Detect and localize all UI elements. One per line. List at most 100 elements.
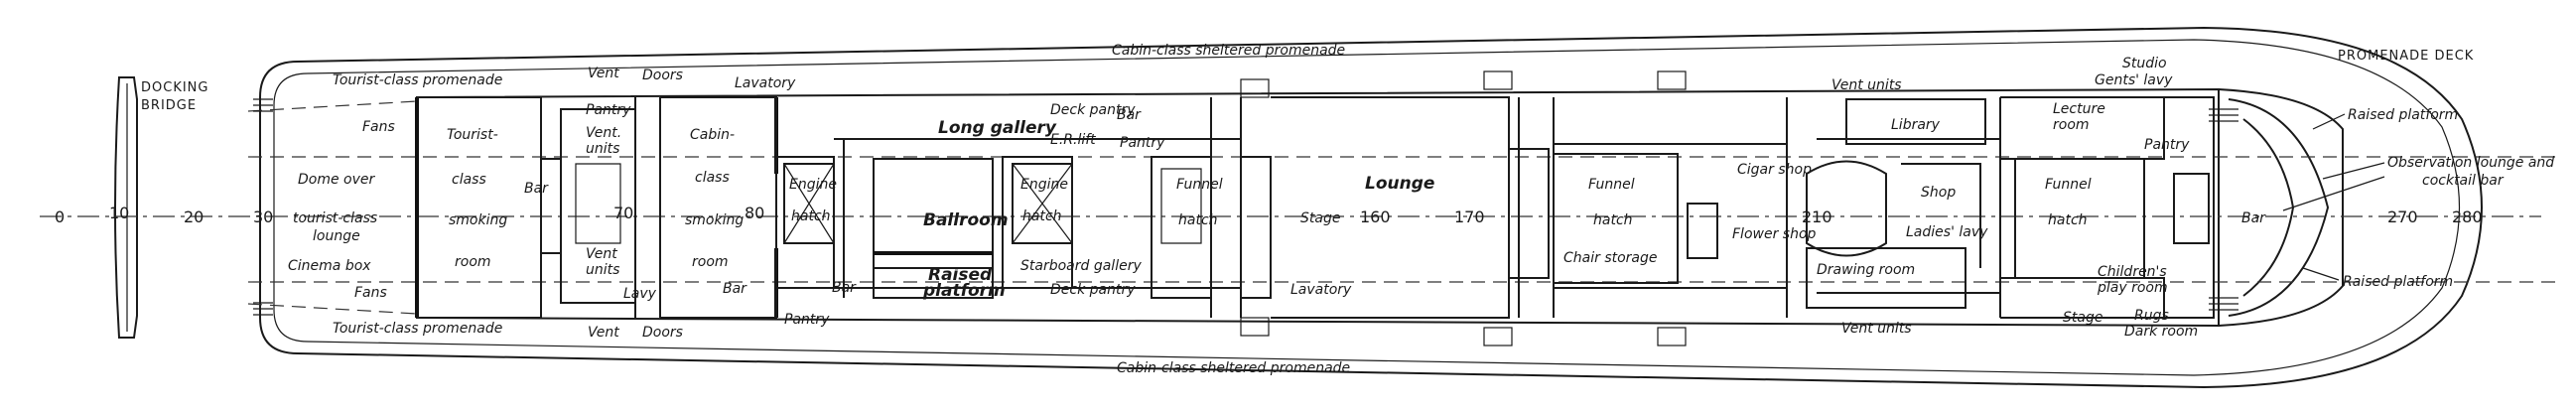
lecture-room-label-2: room <box>2053 117 2090 133</box>
frame-number: 0 <box>55 208 65 226</box>
vent-units-bottom-label: Vent units <box>1841 321 1912 337</box>
stage-lounge-label: Stage <box>1300 210 1340 226</box>
raised-platform-ballroom-label-1: Raised <box>928 265 993 285</box>
frame-number: 70 <box>613 204 633 222</box>
frame-number: 20 <box>184 208 203 226</box>
cabin-smoking-label-4: room <box>692 254 729 270</box>
pantry-mid-label: Pantry <box>784 312 830 328</box>
chair-storage-label: Chair storage <box>1563 250 1658 266</box>
long-gallery-label: Long gallery <box>938 118 1057 138</box>
pantry-aft-label: Pantry <box>2144 137 2190 153</box>
library-drawing-room <box>1806 98 1986 309</box>
bar-aft-label: Bar <box>2241 210 2266 226</box>
dashed-promenade-bottom <box>247 303 418 315</box>
gents-lavy-label: Gents' lavy <box>2095 72 2173 88</box>
vent-units-fwd-label-2: units <box>586 141 619 157</box>
stage-aft-label: Stage <box>2063 310 2102 326</box>
starboard-gallery-label: Starboard gallery <box>1020 258 1142 274</box>
vent-top-label: Vent <box>588 66 619 81</box>
cabin-promenade-top-label: Cabin-class sheltered promenade <box>1112 43 1345 59</box>
dark-room-label: Dark room <box>2124 324 2198 340</box>
aft-rooms <box>2000 96 2215 319</box>
tourist-smoking-label-2: class <box>452 172 486 188</box>
observation-lounge-label-1: Observation lounge and <box>2387 155 2554 171</box>
docking-bridge-label-2: BRIDGE <box>141 98 197 113</box>
frame-number: 10 <box>109 204 129 222</box>
funnel-hatch-2-compartment <box>1553 153 1718 284</box>
tourist-lounge-label-1: tourist-class <box>293 210 377 226</box>
tourist-smoking-label-4: room <box>455 254 491 270</box>
frame-number: 30 <box>253 208 273 226</box>
pantry-top-label: Pantry <box>1120 135 1165 151</box>
deck-title: PROMENADE DECK <box>2338 49 2474 64</box>
tourist-promenade-top-label: Tourist-class promenade <box>333 72 502 88</box>
drawing-room-label: Drawing room <box>1817 262 1915 278</box>
leader-lines <box>2282 113 2385 281</box>
funnel-hatch-3-label-2: hatch <box>2048 212 2088 228</box>
tourist-smoking-room <box>417 96 636 319</box>
vent-units-fwd-lower-label-1: Vent <box>586 246 617 262</box>
vent-bottom-label: Vent <box>588 325 619 341</box>
raised-platform-ballroom-label-2: platform <box>922 281 1006 301</box>
rugs-label: Rugs <box>2134 308 2169 324</box>
engine-hatch-1-label-1: Engine <box>789 177 837 193</box>
tourist-lounge-label-2: lounge <box>313 228 360 244</box>
labels: PROMENADE DECK DOCKING BRIDGE 0 10 20 30… <box>55 43 2554 376</box>
doors-bottom-label: Doors <box>642 325 683 341</box>
frame-number: 80 <box>745 204 764 222</box>
tourist-bar-label: Bar <box>524 181 549 197</box>
tourist-smoking-label-3: smoking <box>449 212 507 228</box>
vent-units-top-label: Vent units <box>1831 77 1902 93</box>
stair-marks <box>253 98 2238 316</box>
doors-top-label: Doors <box>642 68 683 83</box>
lavatory-bottom-label: Lavatory <box>1290 282 1352 298</box>
cinema-box-label: Cinema box <box>288 258 371 274</box>
vent-units-fwd-lower-label-2: units <box>586 262 619 278</box>
funnel-hatch-2-label-2: hatch <box>1593 212 1633 228</box>
vent-units-fwd-label-1: Vent. <box>586 125 621 141</box>
cigar-shop-label: Cigar shop <box>1737 162 1812 178</box>
tourist-promenade-bottom-label: Tourist-class promenade <box>333 321 502 337</box>
cabin-promenade-bottom-label: Cabin-class sheltered promenade <box>1117 360 1350 376</box>
docking-bridge-label-1: DOCKING <box>141 80 208 95</box>
tourist-smoking-label-1: Tourist- <box>447 127 498 143</box>
cabin-smoking-label-3: smoking <box>685 212 744 228</box>
cabin-smoking-label-1: Cabin- <box>690 127 735 143</box>
cabin-smoking-label-2: class <box>695 170 730 186</box>
vent-markers <box>1240 70 1687 346</box>
funnel-hatch-3-label-1: Funnel <box>2045 177 2092 193</box>
ballroom-label: Ballroom <box>923 210 1009 230</box>
midship-compartments <box>660 96 1272 319</box>
dashed-promenade-top <box>247 100 418 112</box>
library-label: Library <box>1891 117 1941 133</box>
funnel-hatch-1-label-1: Funnel <box>1176 177 1223 193</box>
engine-hatch-2-label-2: hatch <box>1022 208 1062 224</box>
er-lift-label: E.R.lift <box>1050 132 1096 148</box>
engine-hatch-1-label-2: hatch <box>791 208 831 224</box>
frame-number: 170 <box>1454 208 1485 226</box>
childrens-play-label-2: play room <box>2097 280 2168 296</box>
funnel-hatch-1-label-2: hatch <box>1178 212 1218 228</box>
fans-top-label: Fans <box>362 119 395 135</box>
cabin-smoking-bar-label: Bar <box>723 281 747 297</box>
deck-pantry-top-label: Deck pantry <box>1050 102 1136 118</box>
frame-number: 210 <box>1802 208 1832 226</box>
deck-pantry-bottom-label: Deck pantry <box>1050 282 1136 298</box>
childrens-play-label-1: Children's <box>2098 264 2167 280</box>
dome-over-label: Dome over <box>298 172 376 188</box>
bar-mid-label: Bar <box>832 280 857 296</box>
raised-platform-top-label: Raised platform <box>2348 107 2458 123</box>
ladies-lavy-label: Ladies' lavy <box>1906 224 1988 240</box>
lavy-fwd-label: Lavy <box>623 286 657 302</box>
lounge-compartment <box>1271 96 1550 319</box>
lecture-room-label-1: Lecture <box>2053 101 2105 117</box>
frame-number: 280 <box>2452 208 2483 226</box>
flower-shop-label: Flower shop <box>1732 226 1817 242</box>
lounge-label: Lounge <box>1365 174 1434 194</box>
observation-lounge-label-2: cocktail bar <box>2422 173 2505 189</box>
lavatory-top-label: Lavatory <box>735 75 796 91</box>
pantry-fwd-label: Pantry <box>586 102 631 118</box>
studio-label: Studio <box>2122 56 2167 71</box>
engine-hatch-2-label-1: Engine <box>1020 177 1068 193</box>
